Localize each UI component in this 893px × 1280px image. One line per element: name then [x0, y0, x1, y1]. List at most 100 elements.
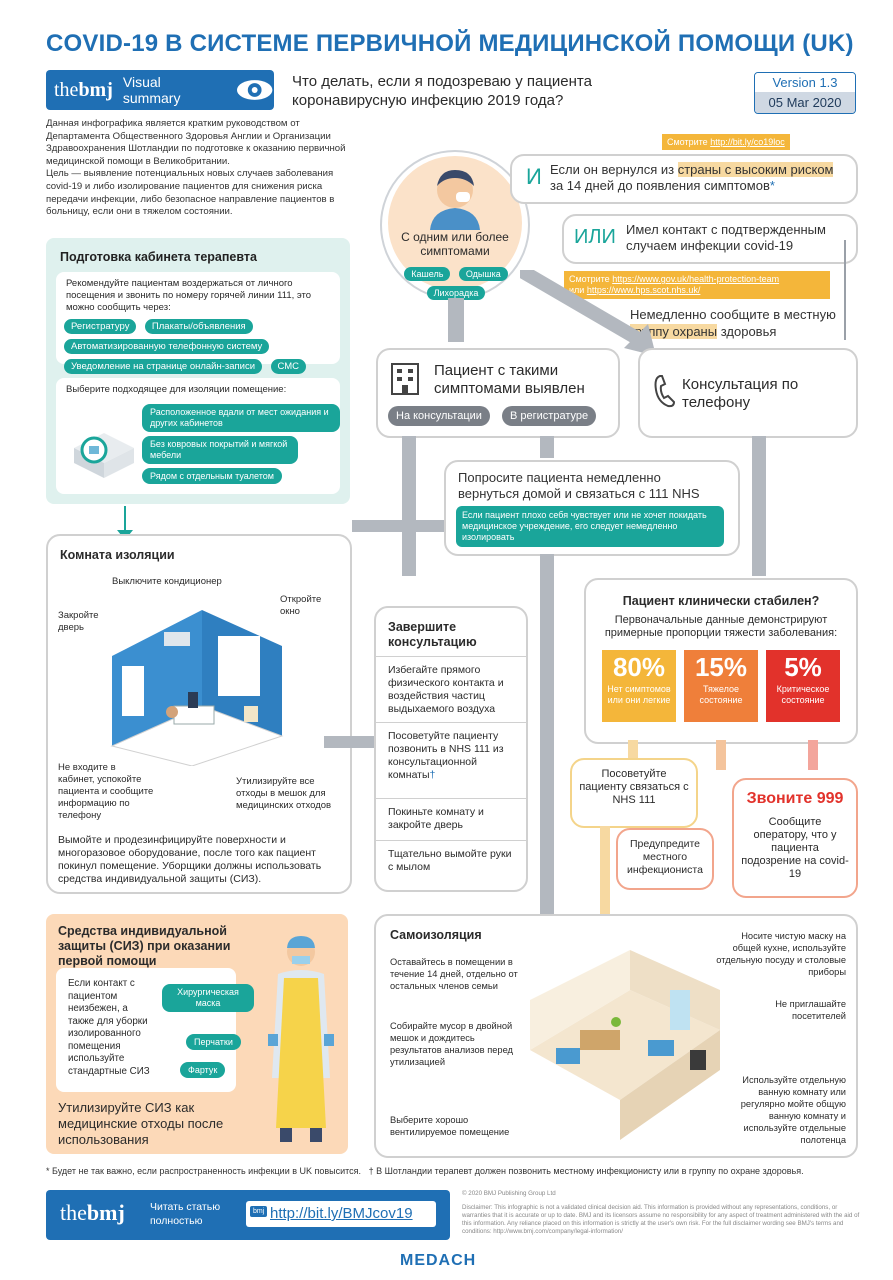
finish-step-1: Избегайте прямого физического контакта и…: [388, 664, 504, 715]
door-label: Закройте дверь: [58, 610, 99, 633]
chip-fever: Лихорадка: [426, 286, 486, 300]
identified-box: Пациент с такими симптомами выявлен На к…: [376, 348, 620, 438]
isolation-room-panel: Комната изоляции Выключите кондиционер З…: [46, 534, 352, 894]
arrow-mild: [628, 740, 638, 760]
version-date: 05 Mar 2020: [755, 92, 855, 113]
link-co19loc[interactable]: http://bit.ly/co19loc: [710, 137, 785, 147]
room-plan-icon: [74, 433, 134, 478]
chip-posters: Плакаты/объявления: [144, 319, 253, 334]
criteria-contact-box: ИЛИ Имел контакт с подтвержденным случае…: [562, 214, 858, 264]
chip-phone-system: Автоматизированную телефонную систему: [64, 339, 270, 354]
prep-arrow-line: [124, 506, 126, 534]
clean-surfaces-text: Вымойте и продезинфицируйте поверхности …: [58, 834, 322, 885]
warn-text: Предупредите местного инфекциониста: [627, 838, 703, 876]
go-home-text: Попросите пациента немедленно вернуться …: [458, 470, 700, 501]
ppe-panel: Средства индивидуальной защиты (СИЗ) при…: [46, 914, 348, 1154]
self-iso-home-illustration: [530, 950, 720, 1140]
chip-apron: Фартук: [180, 1062, 226, 1078]
chip-mask: Хирургическая маска: [162, 984, 254, 1012]
hpt-links-note: Смотрите https://www.gov.uk/health-prote…: [564, 271, 830, 299]
notify-connector: [844, 240, 846, 340]
phone-icon: [654, 375, 676, 408]
footnote-dagger: † В Шотландии терапевт должен позвонить …: [368, 1166, 804, 1176]
finish-step-3: Покиньте комнату и закройте дверь: [388, 806, 484, 831]
stat-mild: 80%Нет симптомов или они легкие: [602, 650, 676, 722]
and-label: И: [526, 164, 542, 189]
visual-summary-label: Visual summary: [122, 74, 181, 106]
room-chip-away: Расположенное вдали от мест ожидания и д…: [142, 404, 340, 432]
connector-to-isolation: [352, 520, 444, 532]
link-gov-hpt[interactable]: https://www.gov.uk/health-protection-tea…: [612, 274, 780, 284]
finish-consultation-panel: Завершите консультацию Избегайте прямого…: [374, 606, 528, 892]
eye-icon: [236, 80, 273, 100]
identified-title: Пациент с такими симптомами выявлен: [434, 362, 585, 397]
warn-box: Предупредите местного инфекциониста: [616, 828, 714, 890]
chip-gloves: Перчатки: [186, 1034, 241, 1050]
call-999-title: Звоните 999: [746, 790, 844, 807]
connector-phone-down: [752, 436, 766, 576]
ppe-worker-illustration: [268, 936, 334, 1142]
chip-cough: Кашель: [404, 267, 451, 281]
connector-finish-to-room: [324, 736, 374, 748]
arrow-severe: [716, 740, 726, 770]
bmj-small-icon: bmj: [250, 1206, 268, 1217]
medach-logo: MEDACH: [400, 1252, 477, 1269]
dont-enter-label: Не входите в кабинет, успокойте пациента…: [58, 762, 154, 821]
isolate-note: Если пациент плохо себя чувствует или не…: [456, 506, 724, 547]
go-home-box: Попросите пациента немедленно вернуться …: [444, 460, 740, 556]
window-label: Откройте окно: [280, 594, 322, 617]
intro-text: Данная инфографика является кратким руко…: [46, 118, 346, 218]
footnotes: * Будет не так важно, если распространен…: [46, 1166, 804, 1176]
chip-breathless: Одышка: [458, 267, 508, 281]
ppe-text: Если контакт с пациентом неизбежен, а та…: [68, 978, 150, 1077]
footnote-star: * Будет не так важно, если распространен…: [46, 1166, 362, 1176]
criteria-contact-text: Имел контакт с подтвержденным случаем ин…: [626, 222, 826, 253]
arrow-to-selfiso: [600, 826, 610, 926]
stat-severe: 15%Тяжелое состояние: [684, 650, 758, 722]
stable-sub: Первоначальные данные демонстрируют прим…: [604, 614, 838, 639]
footer-bmj-logo: thebmj: [60, 1200, 125, 1225]
self-isolation-panel: Самоизоляция Оставайтесь в помещении в т…: [374, 914, 858, 1158]
ppe-heading: Средства индивидуальной защиты (СИЗ) при…: [58, 924, 231, 968]
prep-heading: Подготовка кабинета терапевта: [60, 250, 257, 264]
phone-title: Консультация по телефону: [682, 376, 799, 411]
main-question: Что делать, если я подозреваю у пациента…: [292, 73, 592, 109]
bmj-logo: thebmj: [54, 78, 113, 101]
room-chip-no-carpet: Без ковровых покрытий и мягкой мебели: [142, 436, 298, 464]
stat-critical: 5%Критическое состояние: [766, 650, 840, 722]
isolation-room-illustration: [110, 610, 284, 766]
footer-link-box[interactable]: bmj http://bit.ly/BMJcov19: [246, 1201, 436, 1227]
self-iso-heading: Самоизоляция: [390, 928, 482, 942]
symptoms-circle: С одним или более симптомами Кашель Одыш…: [380, 150, 530, 300]
symptoms-label: С одним или более симптомами: [401, 230, 509, 258]
stable-panel: Пациент клинически стабилен? Первоначаль…: [584, 578, 858, 744]
self-iso-rubbish: Собирайте мусор в двойной мешок и дождит…: [390, 1021, 513, 1067]
prep-panel: Подготовка кабинета терапевта Рекомендуй…: [46, 238, 350, 504]
room-chip-toilet: Рядом с отдельным туалетом: [142, 468, 282, 484]
pill-consultation: На консультации: [388, 406, 490, 426]
arrow-critical: [808, 740, 818, 770]
version-number: Version 1.3: [755, 73, 855, 92]
self-iso-stay-home: Оставайтесь в помещении в течение 14 дне…: [390, 957, 518, 991]
disclaimer: © 2020 BMJ Publishing Group Ltd Disclaim…: [462, 1190, 862, 1236]
ac-label: Выключите кондиционер: [112, 576, 222, 587]
page-title: COVID-19 В СИСТЕМЕ ПЕРВИЧНОЙ МЕДИЦИНСКОЙ…: [46, 30, 854, 57]
chip-reception: Регистратуру: [64, 319, 137, 334]
arrow-to-phone: [520, 270, 656, 356]
phone-box: Консультация по телефону: [638, 348, 858, 438]
ppe-dispose-text: Утилизируйте СИЗ как медицинские отходы …: [58, 1100, 224, 1147]
read-full-label: Читать статью полностью: [150, 1201, 221, 1227]
coughing-person-icon: [430, 170, 480, 230]
arrow-to-identified: [448, 298, 464, 342]
self-iso-ventilated: Выберите хорошо вентилируемое помещение: [390, 1115, 510, 1137]
finish-step-2: Посоветуйте пациенту позвонить в NHS 111…: [388, 730, 504, 781]
footer-link[interactable]: http://bit.ly/BMJcov19: [270, 1205, 413, 1222]
self-iso-mask-kitchen: Носите чистую маску на общей кухне, испо…: [716, 931, 846, 977]
copyright-text: © 2020 BMJ Publishing Group Ltd: [462, 1190, 556, 1197]
finish-step-4: Тщательно вымойте руки с мылом: [388, 848, 512, 873]
call-999-text: Сообщите оператору, что у пациента подоз…: [741, 816, 849, 880]
call-999-box: Звоните 999 Сообщите оператору, что у па…: [732, 778, 858, 898]
link-hps-scot[interactable]: https://www.hps.scot.nhs.uk/: [586, 285, 701, 295]
bmj-visual-summary-badge: thebmj Visual summary: [46, 70, 274, 110]
self-iso-bathroom: Используйте отдельную ванную комнату или…: [740, 1075, 846, 1145]
